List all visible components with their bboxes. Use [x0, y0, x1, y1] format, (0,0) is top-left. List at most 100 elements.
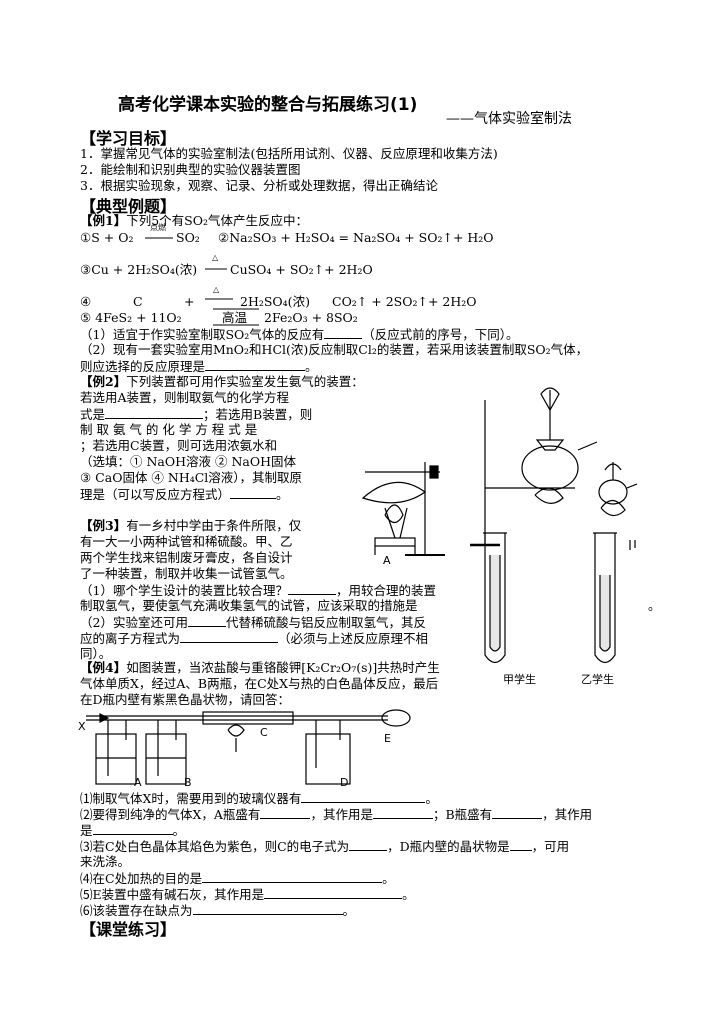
- ex4-q5-text: ⑸E装置中盛有碱石灰，其作用是: [80, 887, 265, 902]
- answer-blank[interactable]: [287, 582, 336, 595]
- ex1-q2b: 则应选择的反应原理是。: [80, 358, 318, 374]
- ex1-r4b: C: [133, 294, 143, 309]
- ex3-l5: （1）哪个学生设计的装置比较合理？ ，用较合理的装置: [80, 582, 436, 599]
- answer-blank[interactable]: [264, 886, 403, 899]
- ex3-l9: 同）。: [80, 646, 112, 661]
- answer-blank[interactable]: [192, 902, 343, 915]
- ex3-l3: 两个学生找来铝制废牙膏皮，各自设计: [80, 550, 293, 565]
- ex2-l1: 若选用A装置，则制取氨气的化学方程: [80, 390, 290, 405]
- ex1-r4e: CO₂↑ + 2SO₂↑+ 2H₂O: [332, 294, 477, 309]
- ex4-l1-text: 如图装置，当浓盐酸与重铬酸钾[K₂Cr₂O₇(s)]共热时产生: [126, 660, 440, 675]
- apparatus-c: [598, 462, 638, 548]
- ex3-l6b: 。: [648, 598, 661, 613]
- ex3-l8-text: 应的离子方程式为: [80, 631, 181, 646]
- ex3-l5-tail: ，用较合理的装置: [335, 583, 436, 598]
- goal-1: 1．掌握常见气体的实验室制法(包括所用试剂、仪器、反应原理和收集方法): [80, 146, 498, 161]
- answer-blank[interactable]: [324, 326, 363, 339]
- ex4-q2: ⑵要得到纯净的气体X，A瓶盛有 ，其作用是 ；B瓶盛有 ，其作用: [80, 806, 592, 823]
- ex4-q2-d: ，其作用: [542, 807, 593, 822]
- answer-blank[interactable]: [349, 838, 388, 851]
- answer-blank[interactable]: [509, 838, 532, 851]
- section-examples: 【典型例题】: [80, 197, 177, 216]
- ex1-stem-text: 下列5个有SO₂气体产生反应中：: [126, 213, 308, 228]
- ex3-tag: 【例3】: [80, 518, 127, 533]
- cond-ignite: 点燃: [150, 223, 166, 232]
- answer-blank[interactable]: [301, 790, 426, 803]
- cond-heat-2: △: [213, 285, 220, 294]
- ex2-l3: 制 取 氨 气 的 化 学 方 程 式 是: [80, 422, 258, 437]
- figure-label-b: B: [184, 776, 192, 789]
- page-subtitle: ——气体实验室制法: [446, 111, 572, 127]
- ex3-l1: 【例3】有一乡村中学由于条件所限，仅: [80, 518, 301, 534]
- answer-blank[interactable]: [105, 406, 204, 419]
- yi-outer-tube: [594, 533, 616, 664]
- answer-blank[interactable]: [372, 806, 433, 819]
- section-practice: 【课堂练习】: [80, 920, 177, 939]
- ex4-q2-text: ⑵要得到纯净的气体X，A瓶盛有: [80, 807, 261, 822]
- ex2-stem-text: 下列装置都可用作实验室发生氨气的装置：: [126, 374, 364, 389]
- ex4-q4-text: ⑷在C处加热的目的是: [80, 871, 203, 886]
- ex2-l2-tail: ；若选用B装置，则: [203, 407, 313, 422]
- reaction-arrow: [145, 237, 173, 239]
- reaction-arrow: [205, 268, 227, 270]
- ex4-q2e-text: 是: [80, 823, 93, 838]
- jia-outer-tube: [484, 533, 506, 664]
- ex1-r4a: ④: [80, 294, 92, 309]
- yi-inner-tube: [599, 575, 611, 652]
- answer-blank[interactable]: [205, 358, 306, 371]
- answer-blank[interactable]: [230, 486, 277, 499]
- ex1-q1: （1）适宜于作实验室制取SO₂气体的反应有（反应式前的序号，下同）。: [80, 326, 519, 343]
- ex4-q3-c: ，可用: [531, 839, 570, 854]
- ex1-r5a: ⑤ 4FeS₂ + 11O₂: [80, 310, 182, 325]
- ex4-q3-b: ，D瓶内壁的晶状物是: [387, 839, 510, 854]
- ex4-q6: ⑹该装置存在缺点为。: [80, 902, 356, 918]
- goal-2: 2．能绘制和识别典型的实验仪器装置图: [80, 162, 301, 177]
- cond-heat-1: △: [212, 253, 219, 262]
- ex1-q2b-text: 则应选择的反应原理是: [80, 359, 206, 374]
- answer-blank[interactable]: [202, 870, 383, 883]
- page-title: 高考化学课本实验的整合与拓展练习(1): [118, 95, 418, 115]
- ex3-l5-text: （1）哪个学生设计的装置比较合理？: [80, 583, 288, 598]
- answer-blank[interactable]: [180, 630, 279, 643]
- apparatus-a: [361, 462, 445, 556]
- answer-blank[interactable]: [187, 614, 226, 627]
- hydrogen-tubes-figure: 甲学生 乙学生: [483, 532, 631, 686]
- ammonia-apparatus-figure: A: [361, 387, 638, 565]
- burner: [227, 724, 245, 737]
- iodine-apparatus-figure: X A B C D E: [78, 709, 411, 789]
- ex1-r4c: +: [184, 294, 195, 309]
- ex1-tag: 【例1】: [80, 213, 127, 228]
- ex2-l5: （选填：① NaOH溶液 ② NaOH固体: [80, 454, 296, 469]
- ex4-q5: ⑸E装置中盛有碱石灰，其作用是。: [80, 886, 415, 902]
- ex3-l6: 制取氢气，要使氢气充满收集氢气的试管，应该采取的措施是: [80, 598, 418, 614]
- ex4-l1: 【例4】如图装置，当浓盐酸与重铬酸钾[K₂Cr₂O₇(s)]共热时产生: [80, 660, 440, 676]
- drying-tube-e: [381, 709, 411, 727]
- ex3-l7: （2）实验室还可用代替稀硫酸与铝反应制取氢气，其反: [80, 614, 426, 631]
- ex1-r5b: 2Fe₂O₃ + 8SO₂: [264, 310, 358, 325]
- ex3-l8: 应的离子方程式为（必须与上述反应原理不相: [80, 630, 428, 647]
- apparatus-b: [470, 387, 598, 547]
- figure-label-x: X: [78, 720, 86, 733]
- ex2-tag: 【例2】: [80, 374, 127, 389]
- tube-c: [202, 711, 294, 725]
- ex4-q2-c: ；B瓶盛有: [432, 807, 493, 822]
- ex4-l2: 气体单质X，经过A、B两瓶，在C处X与热的白色晶体反应，最后: [80, 676, 439, 691]
- ex2-stem: 【例2】下列装置都可用作实验室发生氨气的装置：: [80, 374, 364, 390]
- answer-blank[interactable]: [492, 806, 543, 819]
- ex2-l2: 式是；若选用B装置，则: [80, 406, 312, 423]
- ex2-l7-text: 理是（可以写反应方程式）: [80, 487, 231, 502]
- ex4-tag: 【例4】: [80, 660, 127, 675]
- ex4-q1-text: ⑴制取气体X时，需要用到的玻璃仪器有: [80, 791, 302, 806]
- answer-blank[interactable]: [92, 822, 173, 835]
- bottle-d: [305, 733, 351, 785]
- ex2-l6: ③ CaO固体 ④ NH₄Cl溶液），其制取原: [80, 470, 303, 485]
- ex4-q3: ⑶若C处白色晶体其焰色为紫色，则C的电子式为 ，D瓶内壁的晶状物是 ，可用: [80, 838, 569, 855]
- ex4-q3-text: ⑶若C处白色晶体其焰色为紫色，则C的电子式为: [80, 839, 350, 854]
- ex1-stem: 【例1】下列5个有SO₂气体产生反应中：: [80, 213, 308, 229]
- ex4-q3d: 来洗涤。: [80, 854, 131, 869]
- figure-label-yi: 乙学生: [581, 672, 614, 686]
- answer-blank[interactable]: [260, 806, 311, 819]
- ex4-q2-b: ，其作用是: [310, 807, 373, 822]
- ex3-l4: 了一种装置，制取并收集一试管氢气。: [80, 566, 293, 581]
- ex1-q1-tail: （反应式前的序号，下同）。: [362, 327, 519, 342]
